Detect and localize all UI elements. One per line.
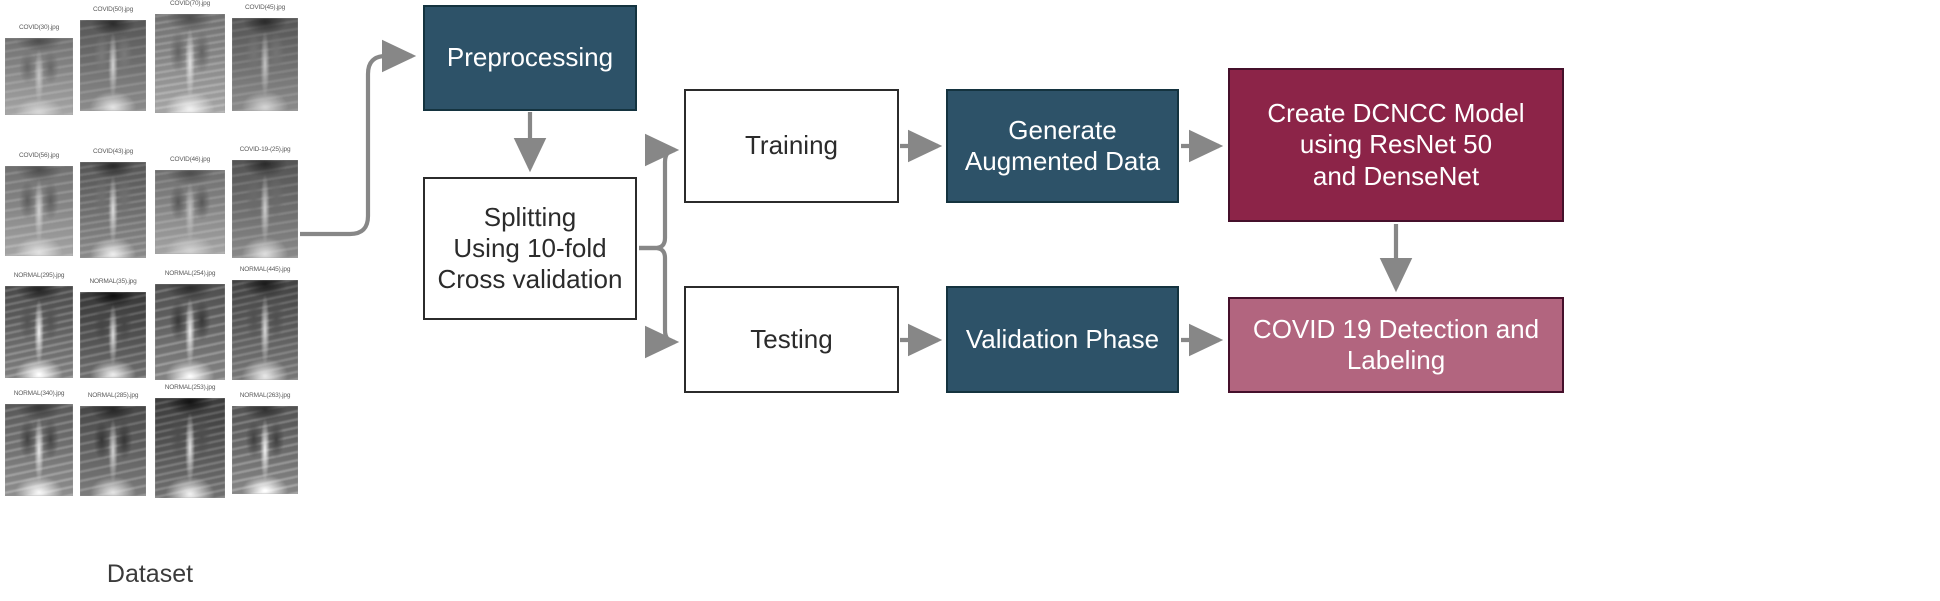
chest-xray-icon xyxy=(155,284,225,380)
dataset-thumbnail-image xyxy=(232,160,298,258)
chest-xray-icon xyxy=(232,18,298,111)
dataset-thumbnail-caption: COVID(43).jpg xyxy=(92,148,134,155)
dataset-thumbnail-image xyxy=(80,406,146,496)
dataset-thumbnail-image xyxy=(155,284,225,380)
dataset-thumbnail-caption: COVID(70).jpg xyxy=(169,0,211,7)
node-preprocessing[interactable]: Preprocessing xyxy=(423,5,637,111)
dataset-thumbnail-image xyxy=(5,166,73,256)
chest-xray-icon xyxy=(232,406,298,494)
node-create-dcncc-model-label: Create DCNCC Model using ResNet 50 and D… xyxy=(1230,98,1562,192)
dataset-thumbnail: NORMAL(254).jpg xyxy=(155,270,225,382)
node-validation-phase[interactable]: Validation Phase xyxy=(946,286,1179,393)
node-covid-detection-labeling-label: COVID 19 Detection and Labeling xyxy=(1230,314,1562,376)
dcncc-line3: and DenseNet xyxy=(1312,160,1480,191)
dataset-thumbnail: COVID(43).jpg xyxy=(80,148,146,260)
node-splitting-label: Splitting Using 10-fold Cross validation xyxy=(425,202,635,296)
dataset-thumbnail-caption: COVID-19-(25).jpg xyxy=(239,146,291,153)
dataset-thumbnail-image xyxy=(232,406,298,494)
dataset-thumbnail-caption: COVID(30).jpg xyxy=(18,24,60,31)
chest-xray-icon xyxy=(232,160,298,258)
chest-xray-icon xyxy=(232,280,298,380)
chest-xray-icon xyxy=(5,286,73,378)
chest-xray-icon xyxy=(155,14,225,113)
dataset-thumbnail: COVID(30).jpg xyxy=(5,24,73,117)
dataset-thumbnail: COVID(50).jpg xyxy=(80,6,146,113)
dataset-thumbnail-image xyxy=(80,292,146,378)
node-splitting[interactable]: Splitting Using 10-fold Cross validation xyxy=(423,177,637,320)
chest-xray-icon xyxy=(155,398,225,498)
chest-xray-icon xyxy=(80,20,146,111)
augment-line2: Augmented Data xyxy=(964,146,1161,176)
dataset-thumbnail-caption: COVID(46).jpg xyxy=(169,156,211,163)
chest-xray-icon xyxy=(5,38,73,115)
node-create-dcncc-model[interactable]: Create DCNCC Model using ResNet 50 and D… xyxy=(1228,68,1564,222)
node-preprocessing-label: Preprocessing xyxy=(446,42,614,73)
chest-xray-icon xyxy=(80,292,146,378)
dataset-thumbnail-image xyxy=(80,20,146,111)
node-validation-phase-label: Validation Phase xyxy=(965,323,1160,354)
dataset-thumbnail-caption: NORMAL(253).jpg xyxy=(164,384,216,391)
dataset-thumbnail: NORMAL(340).jpg xyxy=(5,390,73,498)
dataset-thumbnail: NORMAL(263).jpg xyxy=(232,392,298,496)
dataset-thumbnail-caption: NORMAL(35).jpg xyxy=(89,278,137,285)
node-splitting-line1: Splitting xyxy=(483,201,577,232)
chest-xray-icon xyxy=(5,404,73,496)
node-splitting-line3: Cross validation xyxy=(437,264,623,295)
dataset-thumbnail-image xyxy=(5,286,73,378)
node-generate-augmented-data[interactable]: Generate Augmented Data xyxy=(946,89,1179,203)
dataset-thumbnail: NORMAL(285).jpg xyxy=(80,392,146,498)
dcncc-line2: using ResNet 50 xyxy=(1299,129,1493,160)
chest-xray-icon xyxy=(5,166,73,256)
dataset-thumbnail-caption: NORMAL(340).jpg xyxy=(13,390,65,397)
chest-xray-icon xyxy=(80,162,146,258)
dataset-thumbnail-image xyxy=(155,14,225,113)
dataset-thumbnail-caption: NORMAL(295).jpg xyxy=(13,272,65,279)
node-testing[interactable]: Testing xyxy=(684,286,899,393)
dataset-thumbnail: NORMAL(295).jpg xyxy=(5,272,73,380)
detection-line1: COVID 19 Detection and xyxy=(1252,313,1540,344)
dataset-thumbnail-caption: COVID(50).jpg xyxy=(92,6,134,13)
dataset-thumbnail-caption: NORMAL(263).jpg xyxy=(239,392,291,399)
dataset-thumbnail-image xyxy=(155,398,225,498)
dataset-thumbnail-image xyxy=(232,18,298,111)
edge-splitting-testing xyxy=(639,245,680,359)
dataset-thumbnail: COVID(46).jpg xyxy=(155,156,225,256)
dataset-thumbnail-caption: NORMAL(445).jpg xyxy=(239,266,291,273)
dataset-thumbnail: COVID(70).jpg xyxy=(155,0,225,115)
dcncc-line1: Create DCNCC Model xyxy=(1267,98,1525,129)
node-covid-detection-labeling[interactable]: COVID 19 Detection and Labeling xyxy=(1228,297,1564,393)
dataset-thumbnail-caption: NORMAL(285).jpg xyxy=(87,392,139,399)
dataset-thumbnail: COVID(45).jpg xyxy=(232,4,298,113)
augment-line1: Generate xyxy=(1008,114,1117,145)
dataset-thumbnail-image xyxy=(80,162,146,258)
dataset-thumbnail-image xyxy=(5,404,73,496)
node-training-label: Training xyxy=(745,130,838,161)
dataset-thumbnail: COVID(56).jpg xyxy=(5,152,73,258)
dataset-thumbnail-caption: COVID(45).jpg xyxy=(244,4,286,11)
dataset-thumbnail-caption: NORMAL(254).jpg xyxy=(164,270,216,277)
dataset-thumbnail-caption: COVID(56).jpg xyxy=(18,152,60,159)
node-testing-label: Testing xyxy=(750,323,833,354)
chest-xray-icon xyxy=(155,170,225,254)
dataset-thumbnail: NORMAL(253).jpg xyxy=(155,384,225,500)
dataset-thumbnail: NORMAL(35).jpg xyxy=(80,278,146,380)
node-generate-augmented-data-label: Generate Augmented Data xyxy=(948,115,1177,177)
dataset-thumbnail-image xyxy=(5,38,73,115)
node-training[interactable]: Training xyxy=(684,89,899,203)
dataset-thumbnail-image xyxy=(232,280,298,380)
dataset-thumbnail: NORMAL(445).jpg xyxy=(232,266,298,382)
dataset-thumbnail-image xyxy=(155,170,225,254)
detection-line2: Labeling xyxy=(1346,345,1446,375)
node-splitting-line2: Using 10-fold xyxy=(453,232,607,263)
dataset-caption: Dataset xyxy=(106,560,194,588)
dataset-thumbnail: COVID-19-(25).jpg xyxy=(232,146,298,260)
chest-xray-icon xyxy=(80,406,146,496)
edge-splitting-training xyxy=(639,133,680,251)
